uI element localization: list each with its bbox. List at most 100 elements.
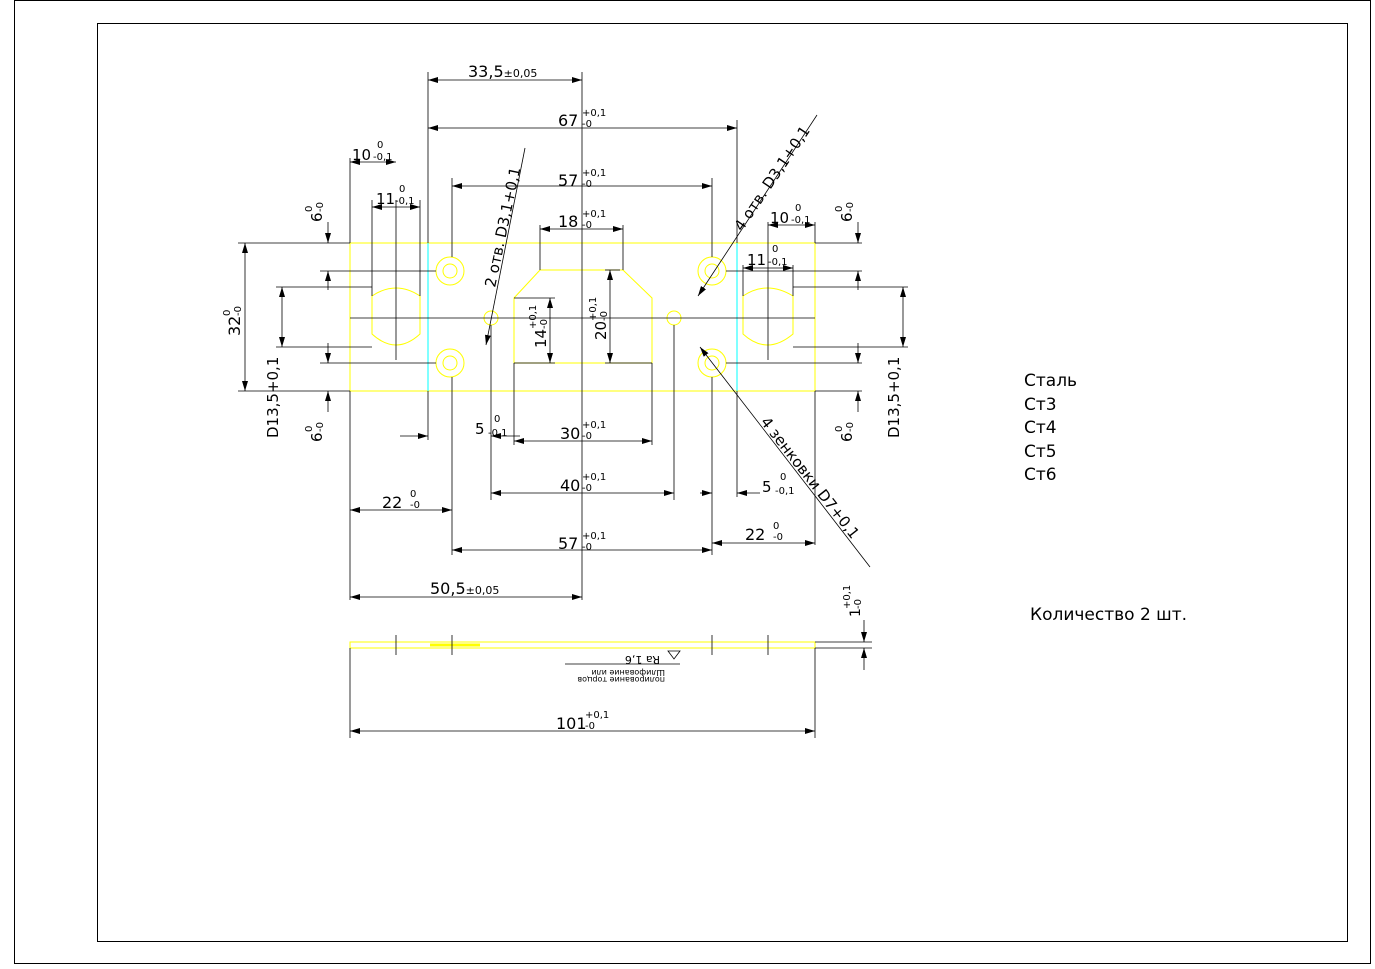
- dim-32: 32 0 -0: [222, 306, 244, 336]
- countersink-tl: [435, 256, 465, 286]
- svg-text:40: 40: [560, 476, 580, 495]
- svg-text:+0,1: +0,1: [842, 585, 853, 609]
- svg-text:32: 32: [225, 316, 244, 336]
- svg-text:-0: -0: [582, 119, 592, 130]
- svg-text:10: 10: [352, 146, 371, 164]
- roughness-label: Ra 1,6: [625, 653, 660, 666]
- svg-text:-0,1: -0,1: [768, 257, 788, 268]
- svg-text:5: 5: [762, 478, 772, 496]
- svg-text:101: 101: [556, 714, 587, 733]
- svg-text:-0,1: -0,1: [488, 428, 508, 439]
- svg-text:-0: -0: [582, 483, 592, 494]
- left-oblong-hole: [371, 287, 421, 346]
- svg-text:+0,1: +0,1: [528, 305, 539, 329]
- svg-text:11: 11: [747, 251, 766, 269]
- svg-text:-0,1: -0,1: [395, 196, 415, 207]
- svg-text:-0: -0: [582, 220, 592, 231]
- svg-text:+0,1: +0,1: [582, 209, 606, 220]
- dim-22-left: 22 0 -0: [382, 489, 420, 512]
- svg-text:-0: -0: [585, 721, 595, 732]
- dim-40: 40 +0,1 -0: [560, 472, 606, 495]
- svg-text:-0,1: -0,1: [791, 215, 811, 226]
- svg-text:+0,1: +0,1: [585, 710, 609, 721]
- svg-text:-0,1: -0,1: [373, 152, 393, 163]
- svg-text:0: 0: [377, 140, 383, 151]
- svg-text:+0,1: +0,1: [582, 420, 606, 431]
- dim-6-bottom-right: 6 0 -0: [834, 422, 856, 442]
- svg-text:6: 6: [838, 432, 856, 442]
- dim-22-right: 22 0 -0: [745, 521, 783, 544]
- surface-note-line2: полирование торцов: [577, 675, 665, 684]
- svg-text:0: 0: [834, 426, 845, 432]
- svg-text:0: 0: [780, 472, 786, 483]
- svg-text:1: 1: [848, 608, 864, 617]
- right-oblong-hole: [742, 287, 794, 346]
- svg-text:-0: -0: [410, 500, 420, 511]
- dim-d13-5-right: D13,5+0,1: [885, 357, 903, 438]
- svg-text:-0,1: -0,1: [775, 486, 795, 497]
- part-edges: [427, 243, 738, 391]
- svg-text:0: 0: [834, 206, 845, 212]
- dimension-lines: [238, 72, 908, 600]
- svg-text:11: 11: [376, 190, 395, 208]
- svg-text:6: 6: [838, 212, 856, 222]
- svg-text:6: 6: [308, 432, 326, 442]
- svg-text:+0,1: +0,1: [582, 168, 606, 179]
- material-list: Сталь Ст3 Ст4 Ст5 Ст6: [1024, 370, 1077, 488]
- dim-6-bottom-left: 6 0 -0: [304, 422, 326, 442]
- svg-text:30: 30: [560, 424, 580, 443]
- dim-30: 30 +0,1 -0: [560, 420, 606, 443]
- svg-text:-0: -0: [773, 532, 783, 543]
- surface-note-line1: Шлифование или: [591, 668, 665, 677]
- svg-text:+0,1: +0,1: [588, 297, 599, 321]
- svg-text:-0: -0: [582, 179, 592, 190]
- svg-text:+0,1: +0,1: [582, 108, 606, 119]
- svg-text:-0: -0: [599, 311, 610, 321]
- material-item: Ст5: [1024, 441, 1057, 462]
- material-item: Сталь: [1024, 371, 1078, 391]
- dim-57-top: 57 +0,1 -0: [558, 168, 606, 190]
- dim-14: 14 +0,1 -0: [528, 305, 550, 348]
- dim-5-left: 5 0 -0,1: [475, 414, 508, 439]
- quantity-note: Количество 2 шт.: [1030, 605, 1188, 625]
- svg-text:+0,1: +0,1: [582, 472, 606, 483]
- svg-text:-0: -0: [233, 306, 244, 316]
- hole-tl: [442, 263, 458, 279]
- svg-text:6: 6: [308, 212, 326, 222]
- svg-text:-0: -0: [845, 422, 856, 432]
- dim-10-right: 10 0 -0,1: [770, 203, 811, 227]
- dim-6-top-right: 6 0 -0: [834, 202, 856, 222]
- svg-text:0: 0: [304, 426, 315, 432]
- dim-5-right: 5 0 -0,1: [762, 472, 795, 497]
- material-item: Ст6: [1024, 465, 1057, 485]
- countersink-bl: [435, 348, 465, 378]
- svg-text:0: 0: [772, 244, 778, 255]
- dim-10-left: 10 0 -0,1: [352, 140, 393, 164]
- svg-text:0: 0: [773, 521, 779, 532]
- svg-text:-0: -0: [315, 422, 326, 432]
- plate-outline: [349, 242, 816, 392]
- dim-d13-5-left: D13,5+0,1: [264, 357, 282, 438]
- svg-text:0: 0: [399, 184, 405, 195]
- svg-text:-0: -0: [315, 202, 326, 212]
- svg-text:0: 0: [795, 203, 801, 214]
- axis-lines: [350, 72, 815, 600]
- svg-text:-0: -0: [853, 599, 864, 609]
- svg-text:18: 18: [558, 212, 578, 231]
- dim-6-top-left: 6 0 -0: [304, 202, 326, 222]
- svg-text:22: 22: [745, 525, 765, 544]
- svg-text:14: 14: [532, 329, 550, 348]
- svg-text:20: 20: [592, 321, 610, 340]
- svg-text:22: 22: [382, 493, 402, 512]
- dim-50-5: 50,5±0,05: [430, 579, 499, 598]
- dim-20: 20 +0,1 -0: [588, 297, 610, 340]
- drawing-frame: [97, 23, 1348, 942]
- svg-text:67: 67: [558, 111, 578, 130]
- dim-1: 1 +0,1 -0: [842, 585, 864, 617]
- material-item: Ст4: [1024, 418, 1057, 438]
- dim-18: 18 +0,1 -0: [558, 209, 606, 231]
- dim-11-right: 11 0 -0,1: [747, 244, 788, 269]
- svg-text:0: 0: [222, 310, 233, 316]
- svg-text:+0,1: +0,1: [582, 531, 606, 542]
